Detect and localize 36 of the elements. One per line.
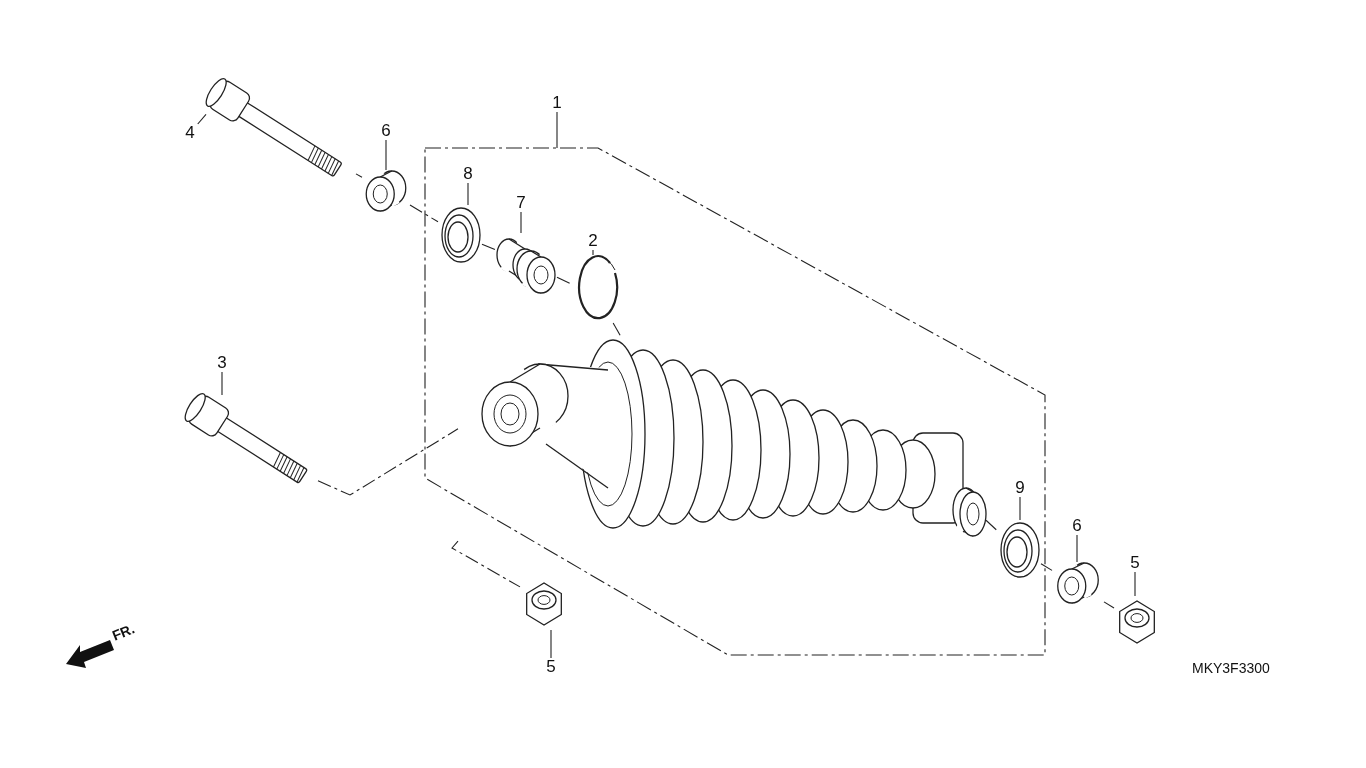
callout-number: 5 [543,658,559,676]
leader-line [385,139,387,171]
assembly-line [451,540,521,588]
seal-drawing [438,205,482,265]
leader-line [221,371,223,396]
leader-line [197,113,207,125]
leader-line [467,182,469,206]
leader-line [1134,571,1136,597]
assembly-line [317,428,459,496]
callout-number: 6 [1069,517,1085,535]
assembly-line [556,276,571,284]
callout-number: 9 [1012,479,1028,497]
leader-line [550,629,552,659]
leader-line [592,249,594,256]
seal-drawing [997,520,1041,580]
direction-label: FR. [109,620,137,644]
leader-line [1019,496,1021,521]
assembly-line [1040,563,1053,571]
assembly-line [355,173,363,178]
callout-number: 1 [549,94,565,112]
callout-number: 5 [1127,554,1143,572]
assembly-outline [425,148,1045,655]
assembly-line [985,519,998,531]
assembly-line [409,204,439,223]
drawing-code: MKY3F3300 [1192,660,1270,676]
leader-line [1076,534,1078,563]
assembly-line [481,243,496,251]
leader-line [520,211,522,234]
callout-number: 2 [585,232,601,250]
callout-number: 6 [378,122,394,140]
callout-number: 3 [214,354,230,372]
assembly-line [1103,601,1115,609]
callout-number: 4 [182,124,198,142]
leader-line [556,111,558,149]
callout-number: 8 [460,165,476,183]
callout-number: 7 [513,194,529,212]
